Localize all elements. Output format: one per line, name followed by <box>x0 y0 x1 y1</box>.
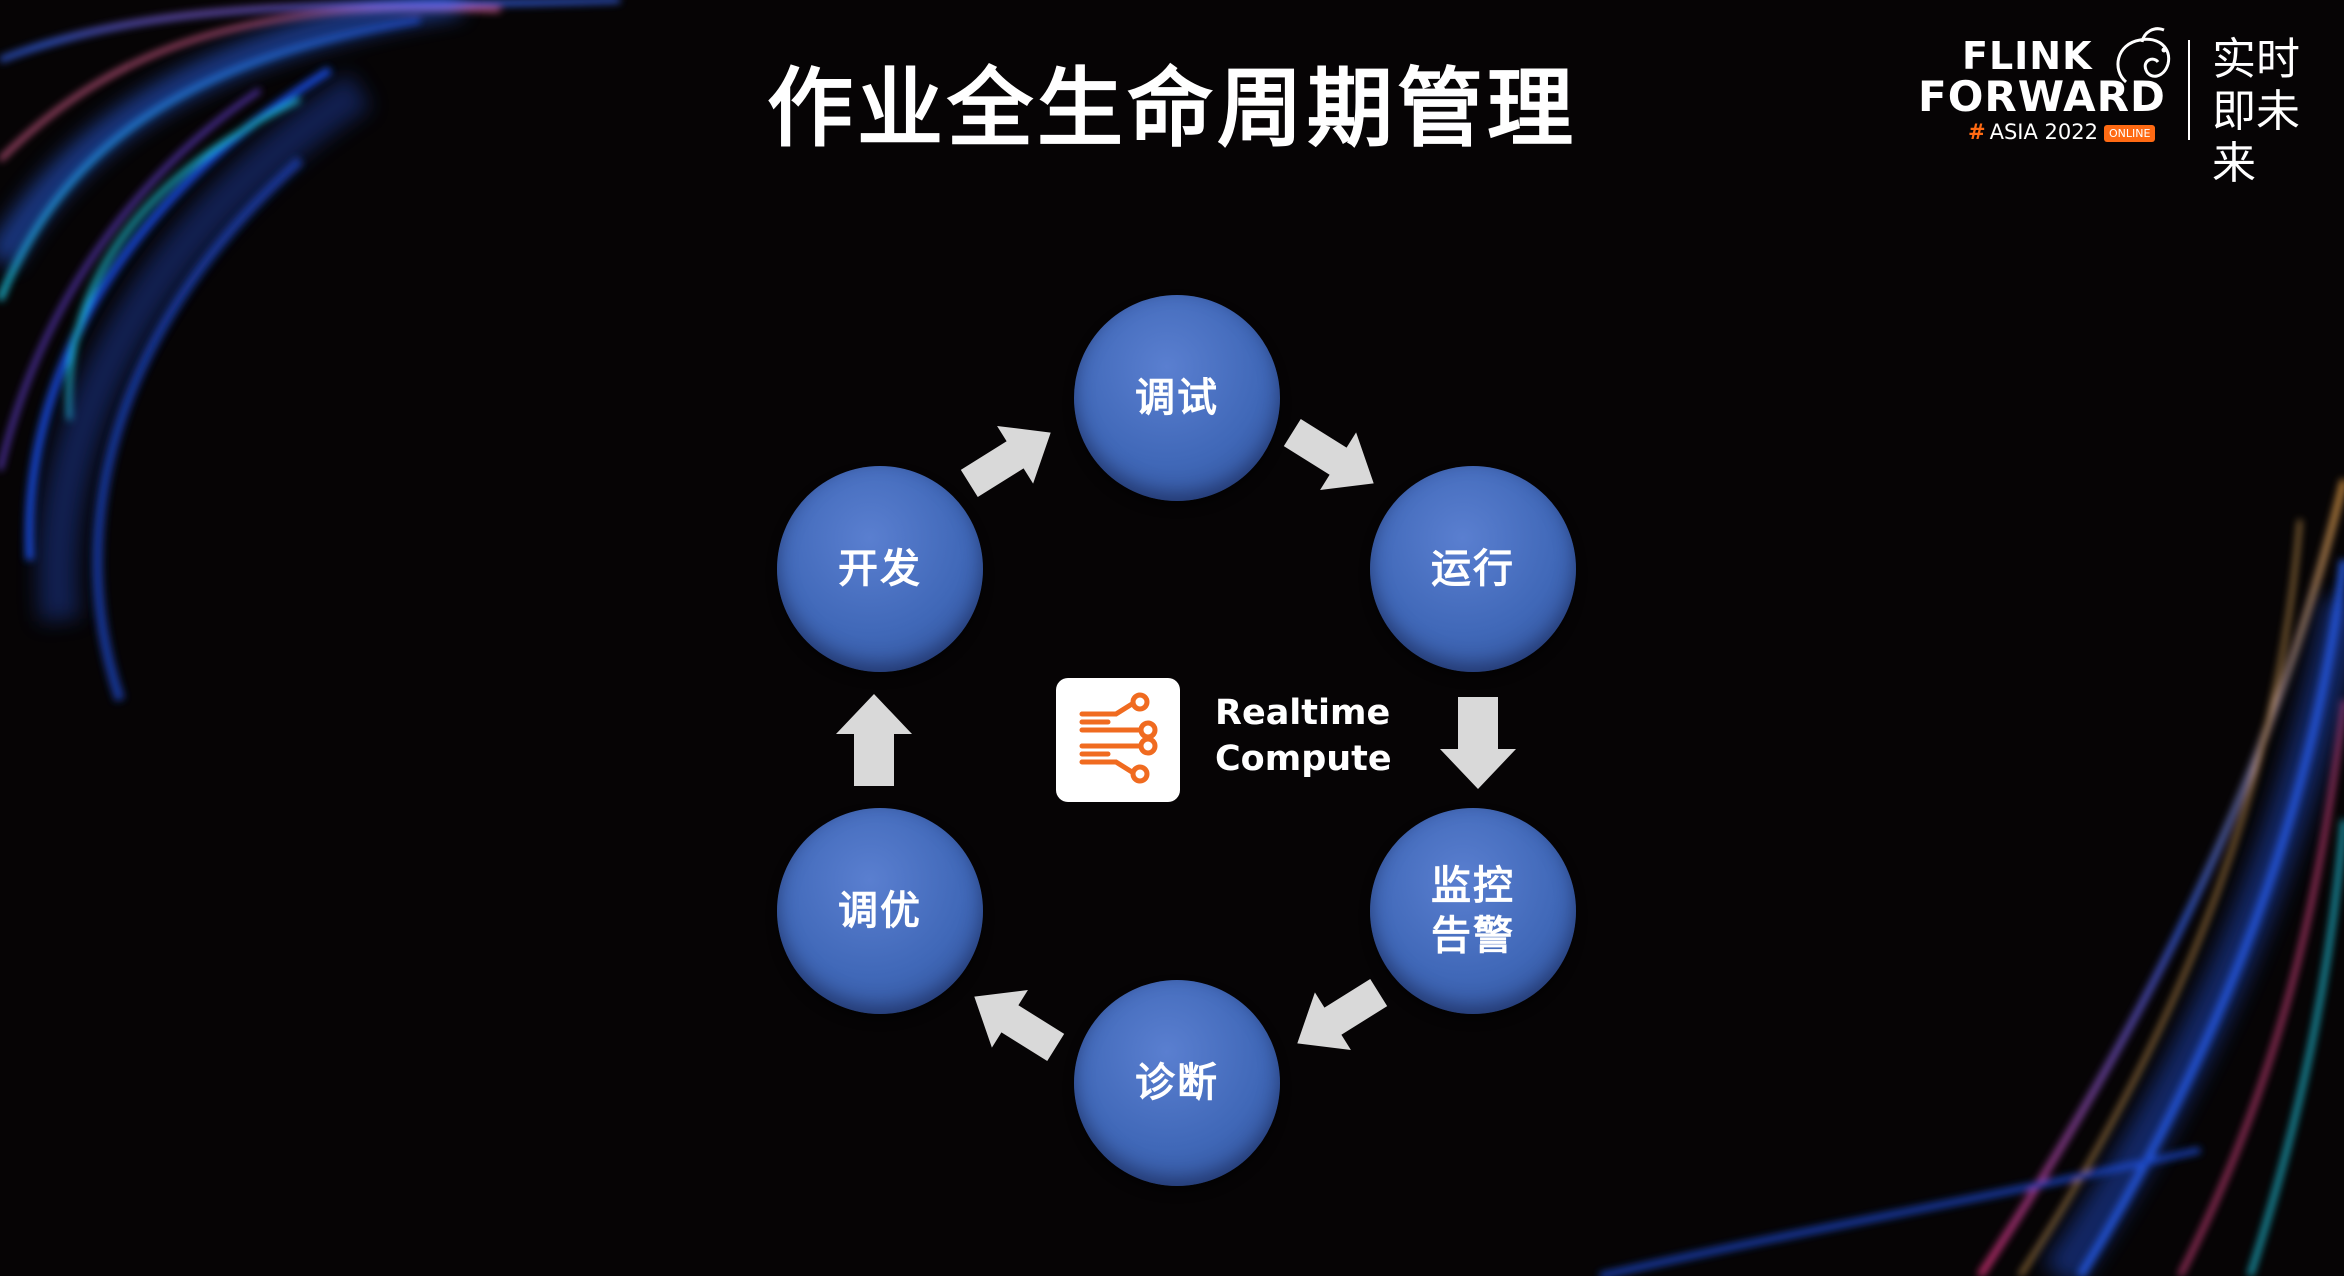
center-text-line1: Realtime <box>1215 693 1391 733</box>
stage-label-diagnose: 诊断 <box>1135 1060 1219 1106</box>
arrow-diagnose-to-tune <box>974 989 1065 1062</box>
page-title: 作业全生命周期管理 <box>767 59 1577 159</box>
stage-label-tune: 调优 <box>838 888 922 934</box>
arrow-develop-to-debug <box>960 425 1051 498</box>
stage-label-run: 运行 <box>1431 546 1515 592</box>
arrow-run-to-monitor <box>1440 697 1516 789</box>
arrow-debug-to-run <box>1283 418 1374 491</box>
arrow-monitor-to-diagnose <box>1297 978 1388 1051</box>
flink-forward-logo: FLINK FORWARD #ASIA 2022 ONLINE 实时即未来 <box>1910 20 2330 189</box>
stage-diagnose: 诊断 <box>1074 980 1280 1186</box>
stage-debug: 调试 <box>1074 295 1280 501</box>
realtime-compute-label: Realtime Compute <box>1215 690 1392 782</box>
logo-divider <box>2188 40 2190 140</box>
stage-label-develop: 开发 <box>838 546 922 592</box>
arrow-tune-to-develop <box>836 694 912 786</box>
logo-event-line: #ASIA 2022 ONLINE <box>1968 120 2156 144</box>
stage-label-monitor-alert: 监控告警 <box>1431 863 1515 959</box>
logo-online-badge: ONLINE <box>2103 124 2156 142</box>
squirrel-icon <box>2116 27 2171 84</box>
logo-hash: # <box>1968 120 1986 144</box>
stage-label-debug: 调试 <box>1135 375 1219 421</box>
circuit-lines-icon <box>1079 692 1158 784</box>
logo-event-text: ASIA 2022 <box>1989 120 2098 144</box>
realtime-compute-logo <box>1056 678 1180 802</box>
stage-develop: 开发 <box>777 466 983 672</box>
stage-run: 运行 <box>1370 466 1576 672</box>
logo-flink-text: FLINK <box>1962 34 2093 78</box>
logo-slogan: 实时即未来 <box>2212 34 2300 189</box>
logo-forward-text: FORWARD <box>1918 72 2166 121</box>
center-text-line2: Compute <box>1215 739 1392 779</box>
stage-tune: 调优 <box>777 808 983 1014</box>
stage-monitor-alert: 监控告警 <box>1370 808 1576 1014</box>
